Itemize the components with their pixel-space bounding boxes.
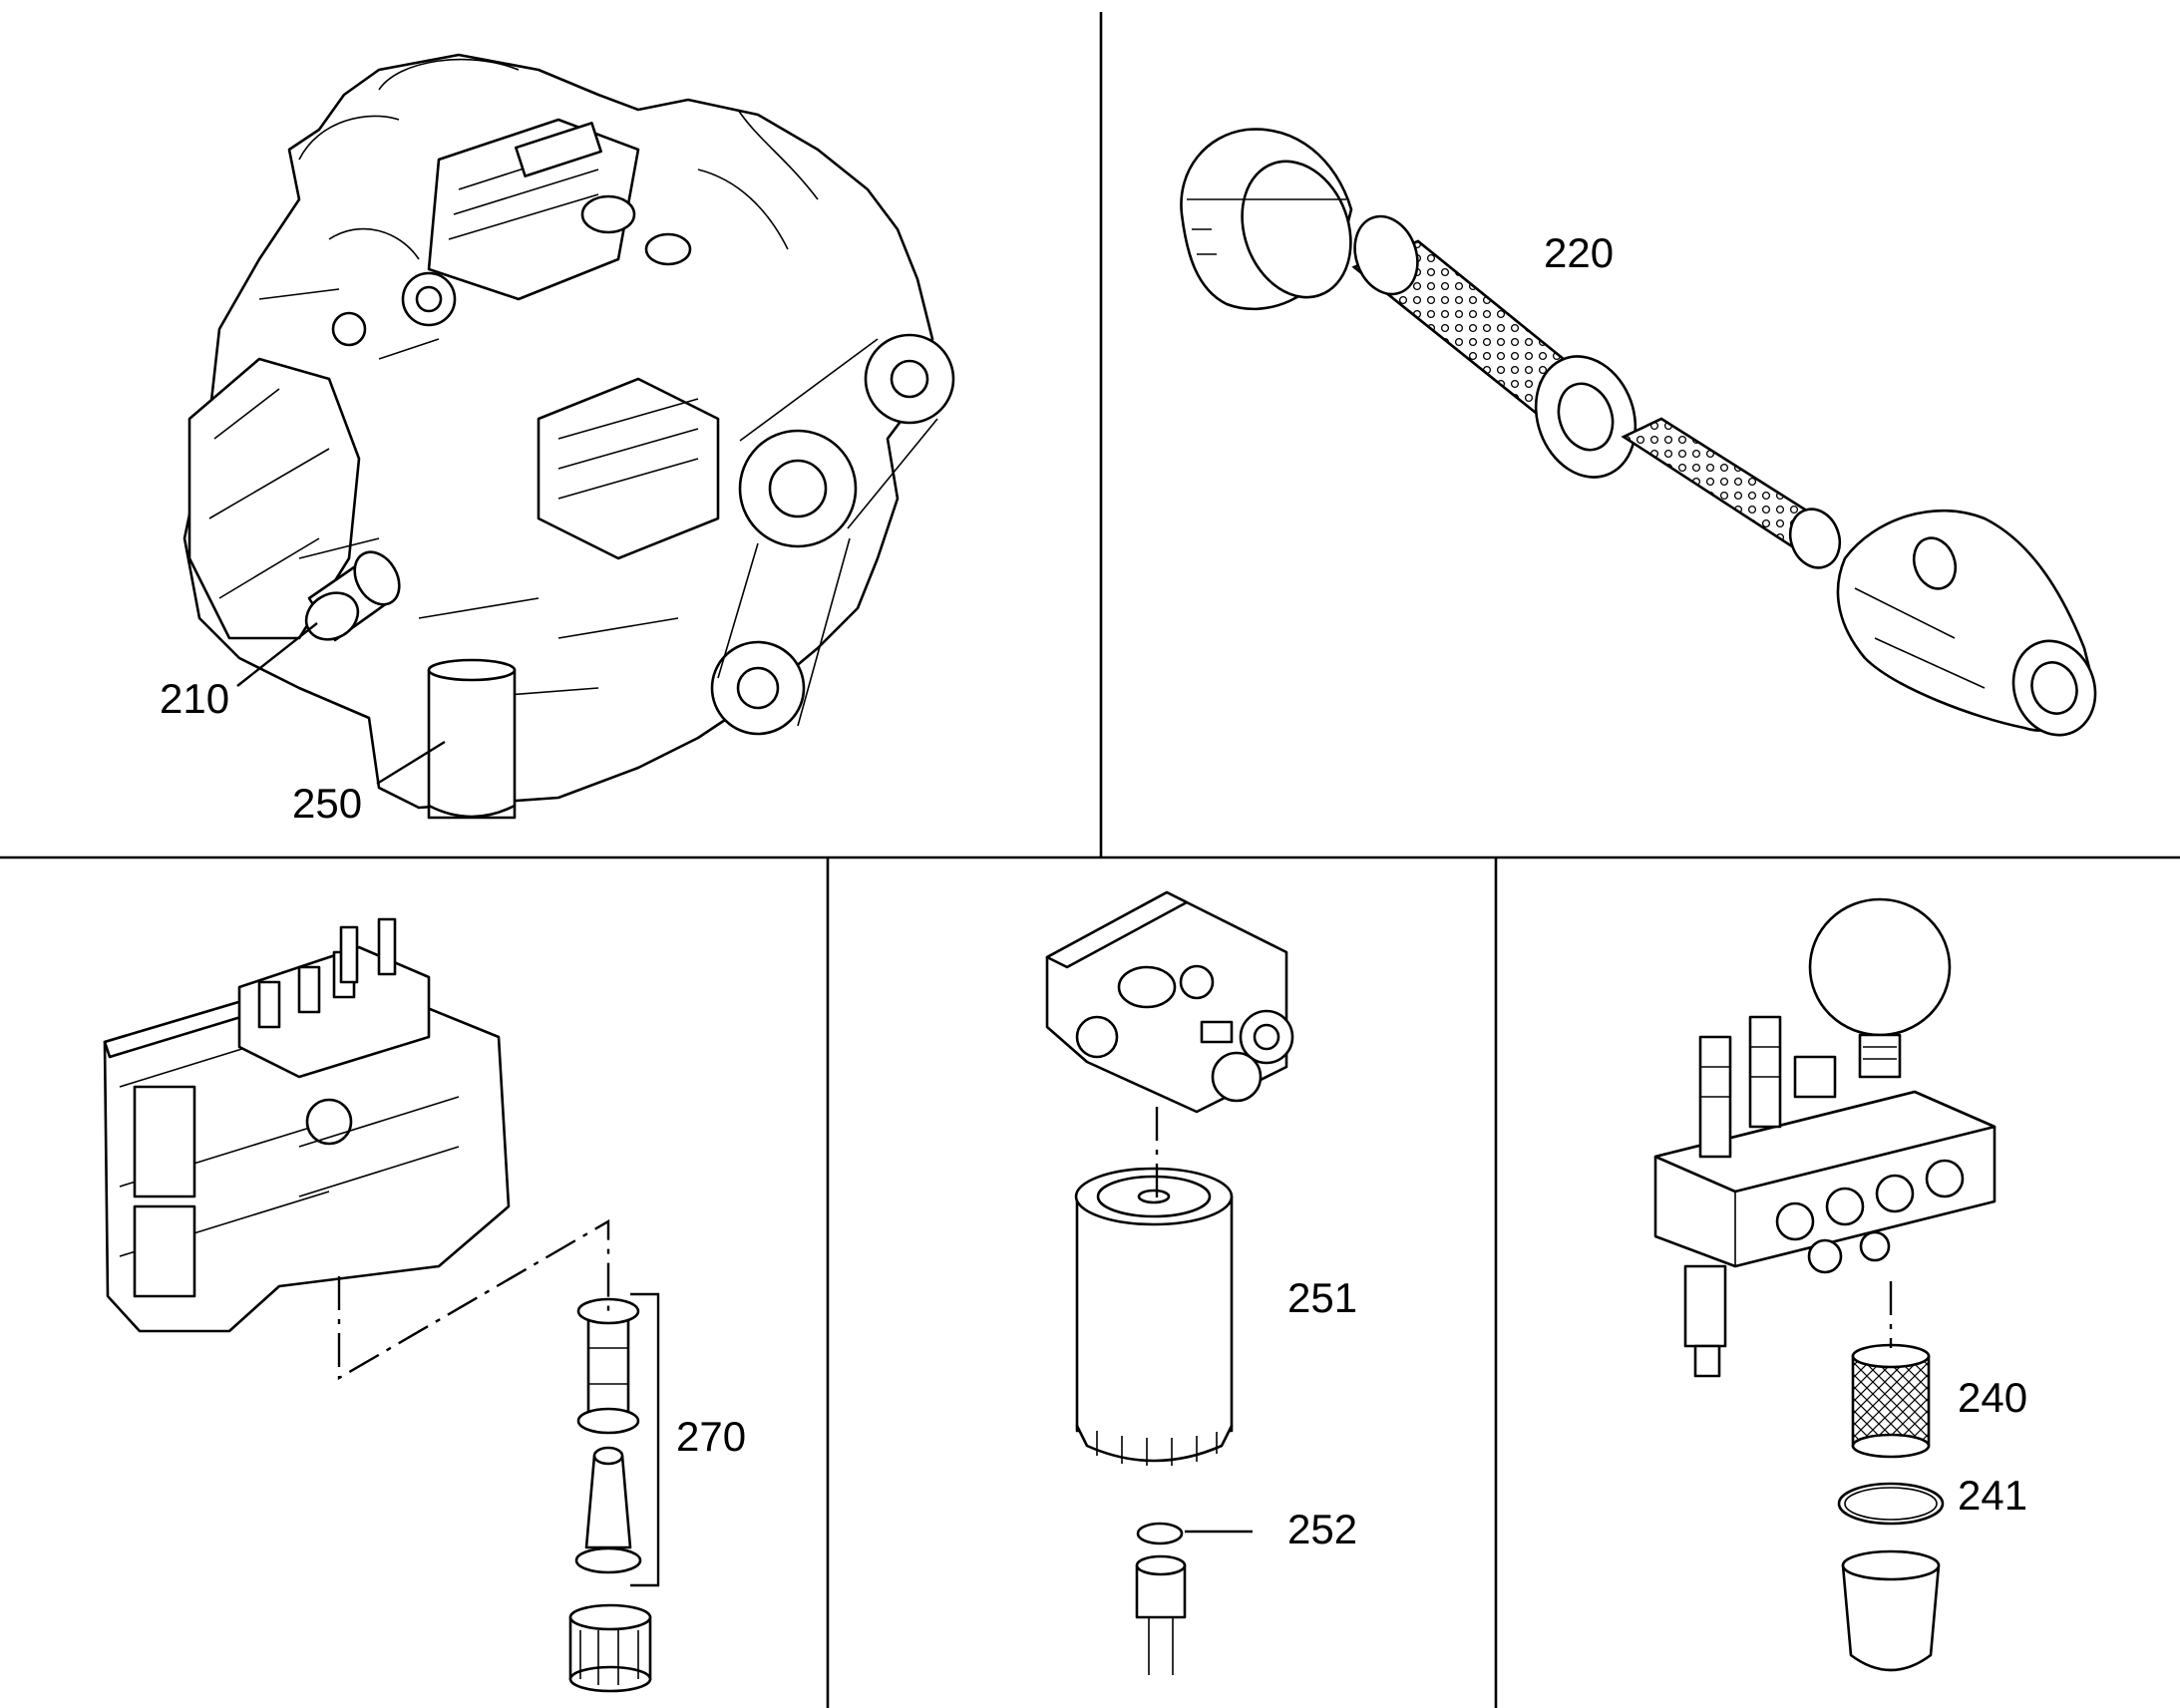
transmission-unit-drawing xyxy=(103,917,652,1693)
leader-210 xyxy=(236,622,318,687)
callout-240: 240 xyxy=(1958,1374,2027,1421)
callout-250: 250 xyxy=(292,780,362,827)
callout-220: 220 xyxy=(1544,229,1614,276)
axis-line-270 xyxy=(337,1218,610,1381)
air-filter-exploded-drawing xyxy=(1180,128,2097,737)
callout-241: 241 xyxy=(1958,1472,2027,1519)
panel-dividers xyxy=(0,12,2180,1708)
callout-270: 270 xyxy=(676,1413,746,1460)
leader-250 xyxy=(376,740,446,786)
bracket-270 xyxy=(630,1292,660,1587)
callout-210: 210 xyxy=(160,675,229,722)
engine-assembly-drawing xyxy=(182,53,955,820)
callout-252: 252 xyxy=(1287,1506,1357,1552)
callout-251: 251 xyxy=(1287,1274,1357,1321)
fuel-filter-drawing xyxy=(1045,890,1294,1675)
hydraulic-valve-block-drawing xyxy=(1653,897,1997,1672)
